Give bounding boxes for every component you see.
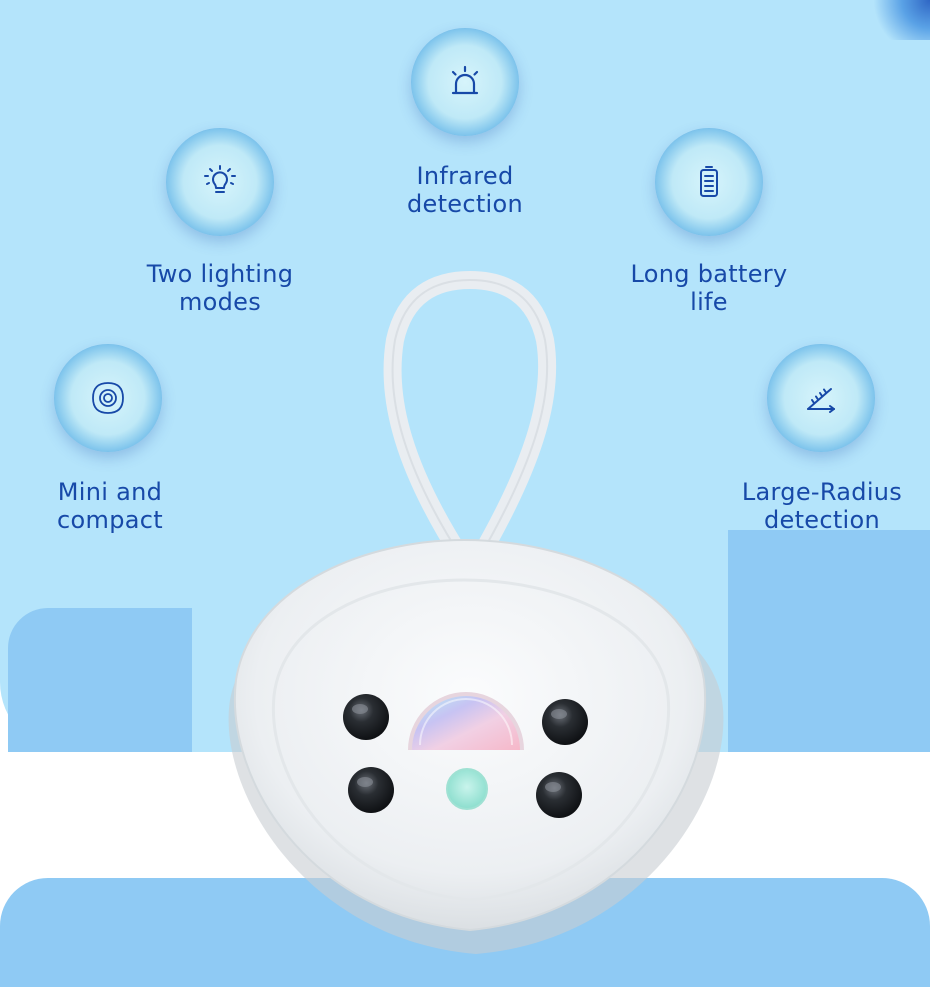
alarm-light-icon [411,28,519,136]
feature-label-line1: Infrared [416,162,514,190]
background-block-right [728,530,930,752]
feature-label-line1: Two lighting [146,260,294,288]
light-bulb-icon [166,128,274,236]
feature-label-line2: life [690,288,728,316]
corner-accent [860,0,930,40]
feature-label-line2: compact [57,506,163,534]
background-block-left [8,608,192,752]
led [348,767,394,813]
feature-label-line1: Mini and [57,478,163,506]
background-block-bottom [0,878,930,987]
compact-device-icon [54,344,162,452]
battery-icon [655,128,763,236]
feature-label-line1: Large-Radius [741,478,903,506]
feature-label-line2: detection [763,506,881,534]
feature-label-line2: modes [178,288,262,316]
angle-radius-icon [767,344,875,452]
feature-label-line1: Long battery [630,260,788,288]
led [536,772,582,818]
power-button [447,769,487,809]
feature-label-line2: detection [406,190,524,218]
